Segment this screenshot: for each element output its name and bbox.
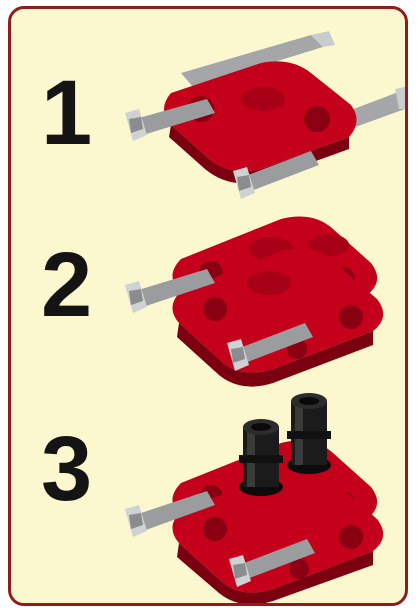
pin: [287, 393, 331, 474]
step-1: 1: [11, 9, 405, 209]
step-3-illustration: [11, 379, 405, 604]
step-1-illustration: [11, 9, 405, 209]
step-2-illustration: [11, 199, 405, 389]
pin: [239, 419, 283, 496]
step-2: 2: [11, 199, 405, 389]
step-3: 3: [11, 379, 405, 604]
instruction-card: 1: [8, 6, 408, 606]
